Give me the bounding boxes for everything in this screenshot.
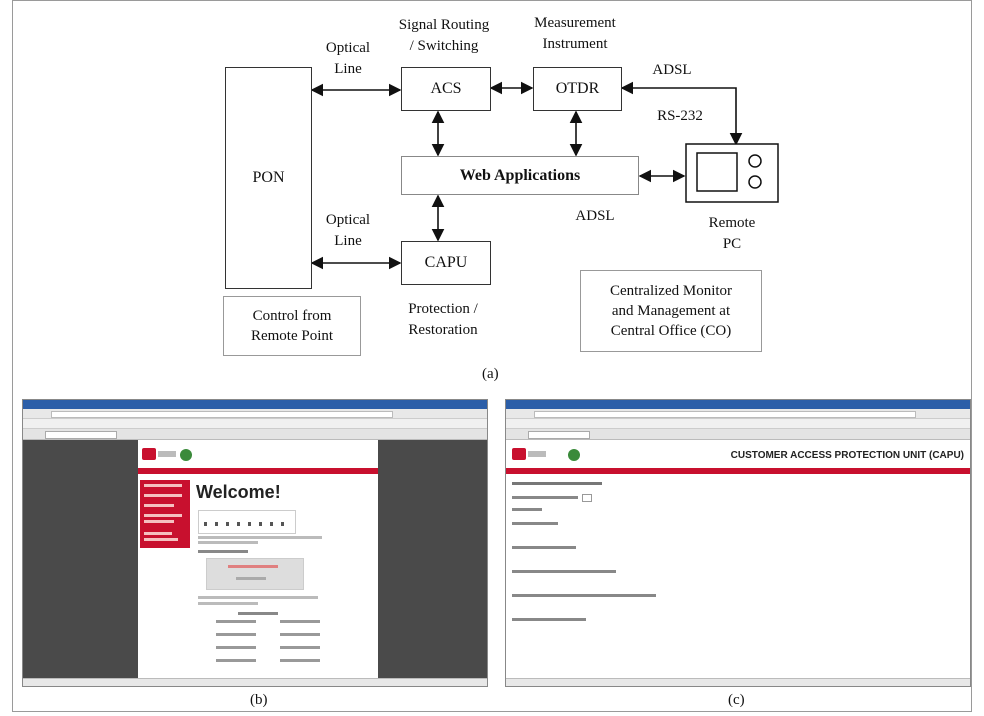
capu-header-title: CUSTOMER ACCESS PROTECTION UNIT (CAPU) <box>730 450 964 461</box>
page-c: CUSTOMER ACCESS PROTECTION UNIT (CAPU) <box>506 440 970 678</box>
titlebar-b <box>23 400 487 409</box>
menubar-c <box>506 419 970 429</box>
caption-c: (c) <box>728 692 745 708</box>
caption-b: (b) <box>250 692 268 708</box>
pon-node: PON <box>225 67 312 289</box>
statusbar-c <box>506 678 970 686</box>
signal-routing-label: Signal Routing/ Switching <box>398 17 490 54</box>
rs232-label: RS-232 <box>657 108 703 124</box>
capu-node: CAPU <box>401 241 491 285</box>
page-b: Welcome! <box>138 440 378 678</box>
caption-a: (a) <box>482 366 499 382</box>
remote-pc-icon <box>685 143 779 203</box>
tabbar-b <box>23 429 487 440</box>
welcome-heading: Welcome! <box>196 482 281 502</box>
statusbar-b <box>23 678 487 686</box>
tabbar-c <box>506 429 970 440</box>
titlebar-c <box>506 400 970 409</box>
screenshot-b: Welcome! <box>22 399 488 687</box>
addressbar-b <box>23 409 487 419</box>
screenshot-c: CUSTOMER ACCESS PROTECTION UNIT (CAPU) <box>505 399 971 687</box>
menubar-b <box>23 419 487 429</box>
left-dark-pane <box>23 440 138 678</box>
addressbar-c <box>506 409 970 419</box>
web-applications-node: Web Applications <box>401 156 639 195</box>
right-dark-pane <box>378 440 487 678</box>
figure-frame <box>12 0 972 712</box>
acs-node: ACS <box>401 67 491 111</box>
otdr-node: OTDR <box>533 67 622 111</box>
adsl-mid-label: ADSL <box>575 208 615 224</box>
otdr-pc-arrow <box>620 81 743 146</box>
protection-restoration-label: Protection /Restoration <box>408 301 478 338</box>
adsl-top-label: ADSL <box>652 62 692 78</box>
side-menu-b <box>140 480 190 548</box>
